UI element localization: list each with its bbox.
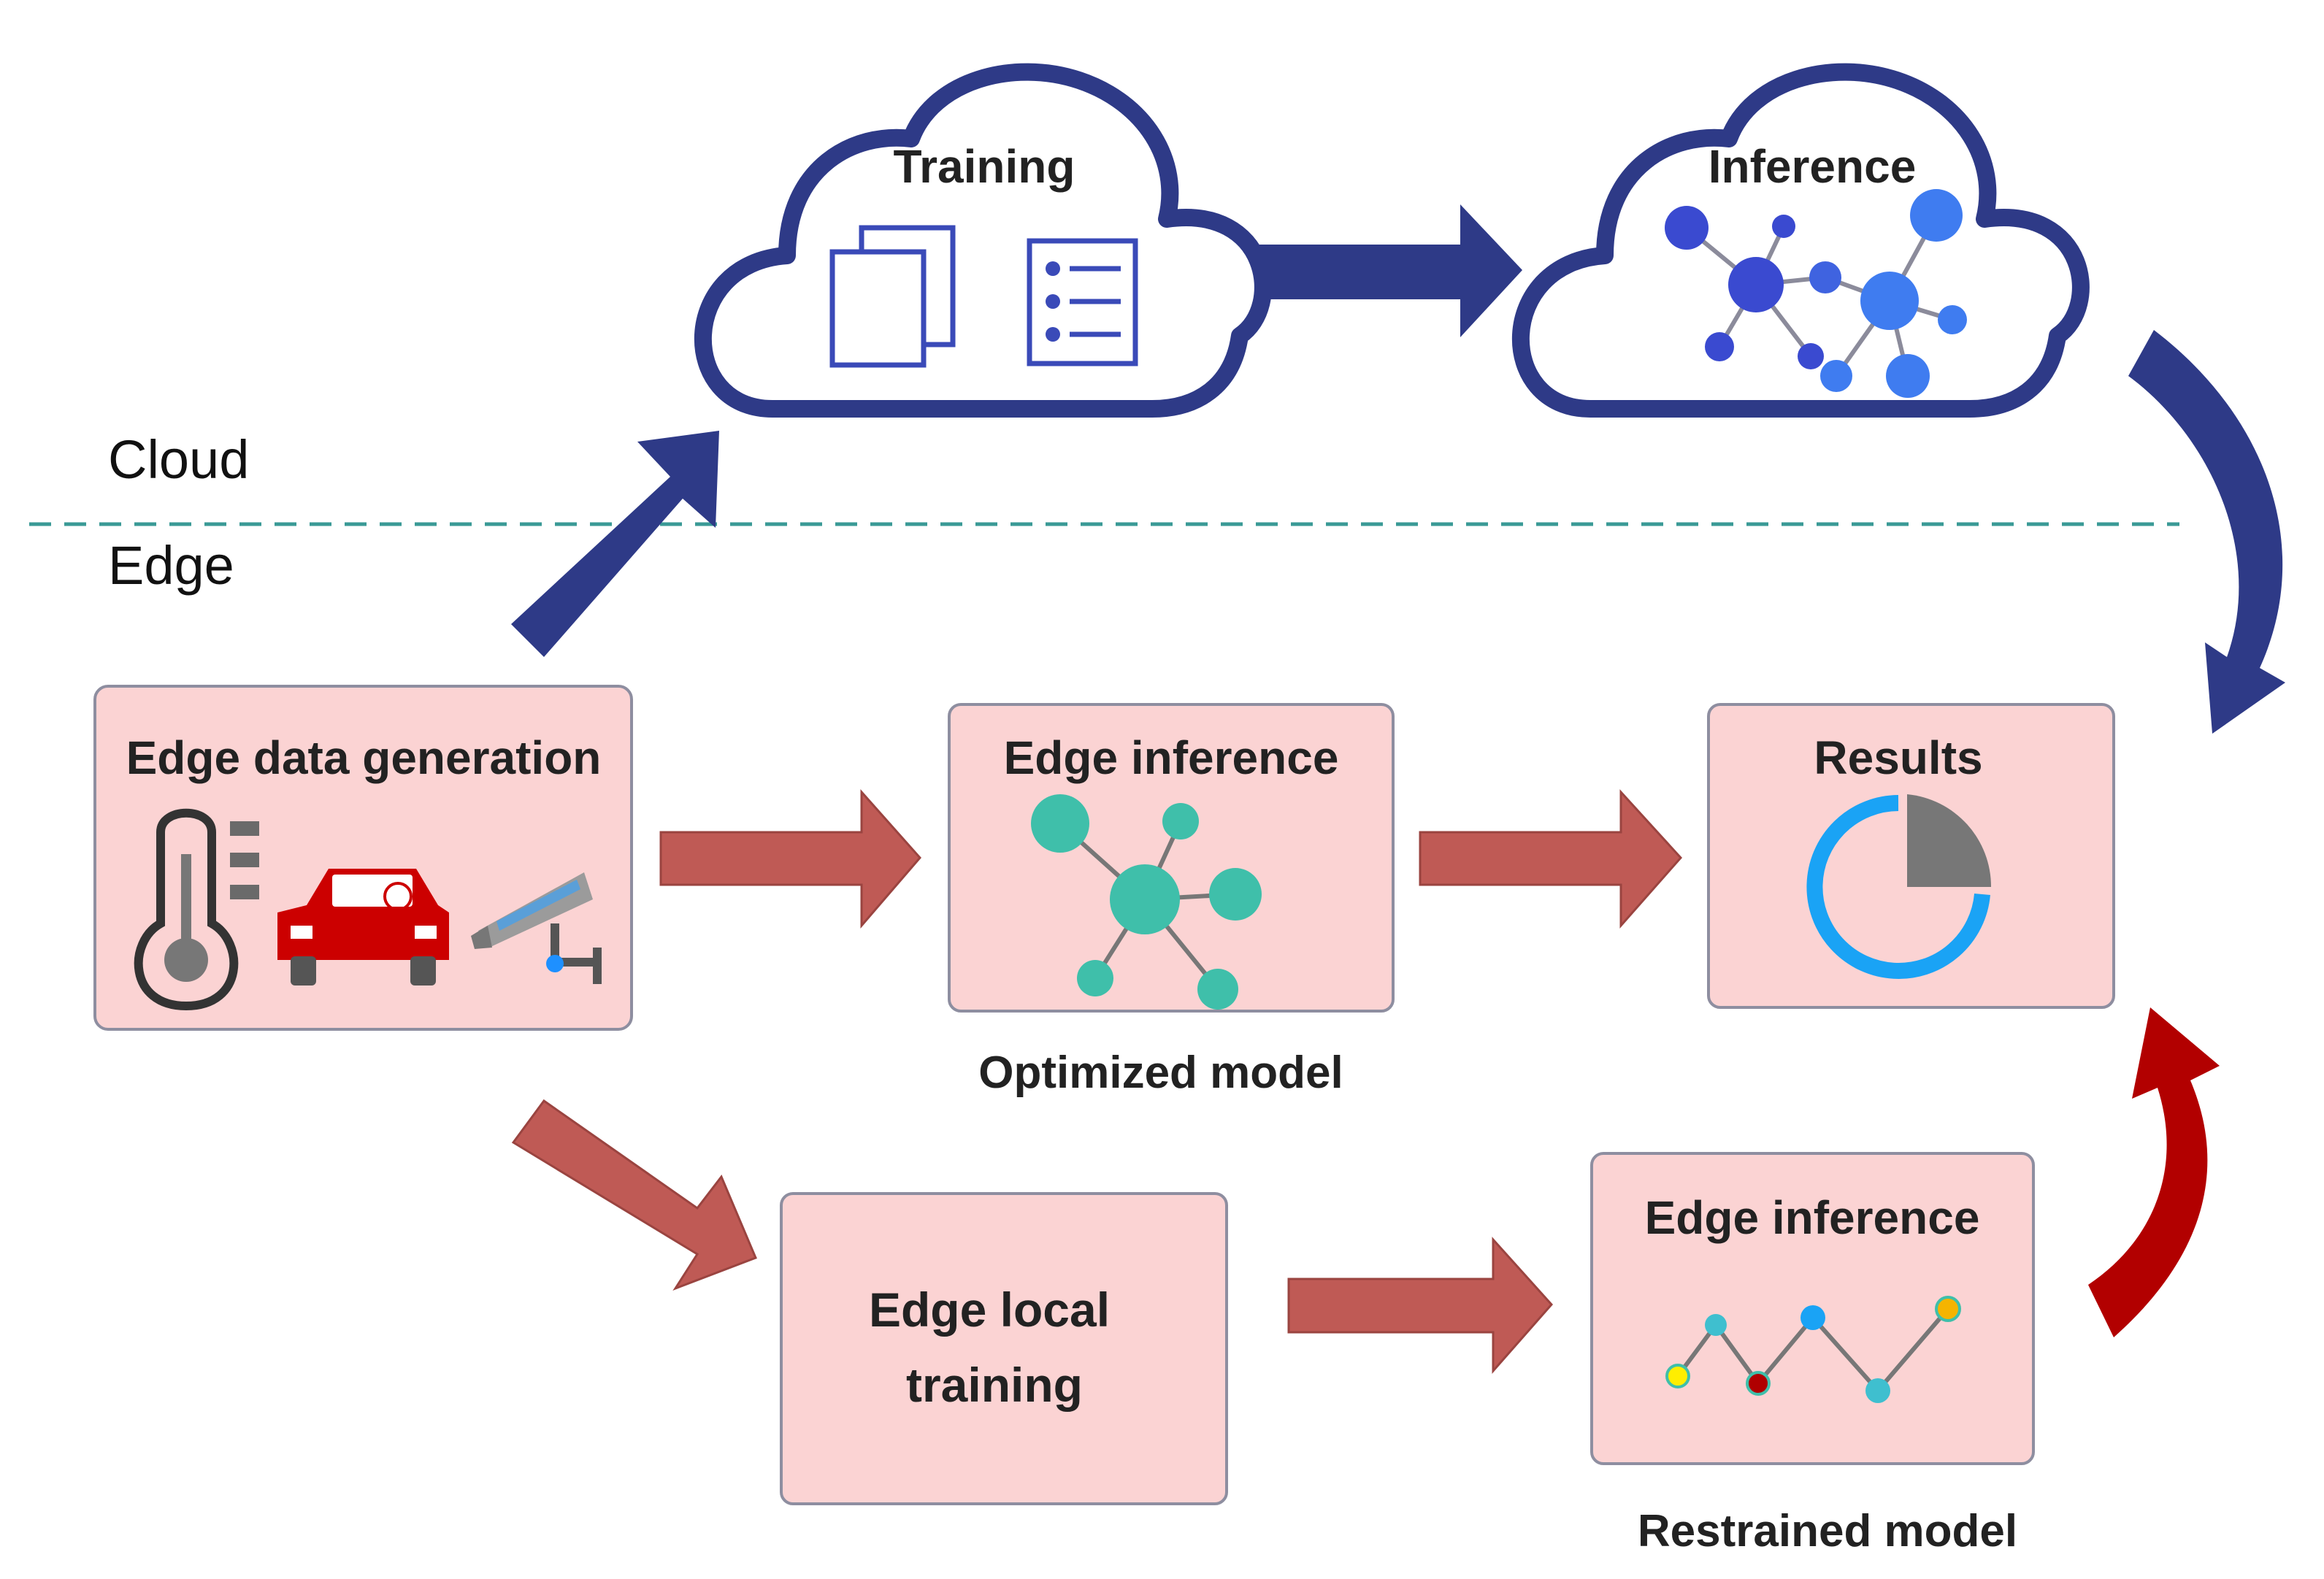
retrained-to-results-curve-arrow [2088, 1007, 2220, 1337]
edge-to-cloud-arrow [511, 431, 719, 657]
data-to-local-training-arrow [511, 1099, 757, 1291]
training-to-inference-arrow [1259, 204, 1522, 337]
edge-inference-bottom-label: Edge inference [1645, 1191, 1980, 1244]
hub-network-icon [1031, 794, 1262, 1010]
training-cloud-label: Training [894, 140, 1075, 193]
thermometer-icon [134, 808, 239, 1011]
restrained-model-caption: Restrained model [1638, 1506, 2017, 1556]
edge-local-training-label-line1: Edge local [869, 1283, 1110, 1337]
edge-inference-top-box [948, 703, 1395, 1013]
edge-data-generation-label: Edge data generation [126, 731, 602, 784]
inference-to-results-arrow [1419, 789, 1683, 929]
documents-icon [829, 225, 956, 368]
training-cloud [703, 72, 1263, 409]
optimized-model-caption: Optimized model [978, 1048, 1343, 1098]
inference-to-results-curve-arrow [2128, 330, 2285, 734]
car-icon [277, 869, 449, 986]
list-icon [1027, 238, 1138, 366]
cloud-zone-label: Cloud [108, 429, 249, 490]
security-camera-icon [471, 872, 602, 984]
line-trend-icon [1665, 1296, 1961, 1403]
neural-network-icon [1665, 189, 1967, 398]
local-training-to-inference-arrow [1287, 1237, 1554, 1374]
edge-inference-top-label: Edge inference [1004, 731, 1339, 784]
results-label: Results [1814, 731, 1982, 784]
pie-chart-icon [1806, 794, 1992, 979]
edge-local-training-label-line2: training [906, 1358, 1083, 1412]
edge-zone-label: Edge [108, 535, 234, 596]
data-to-inference-arrow [659, 789, 921, 929]
edge-local-training-box [780, 1192, 1228, 1505]
signal-bars-icon [230, 821, 259, 899]
inference-cloud-label: Inference [1709, 140, 1917, 193]
